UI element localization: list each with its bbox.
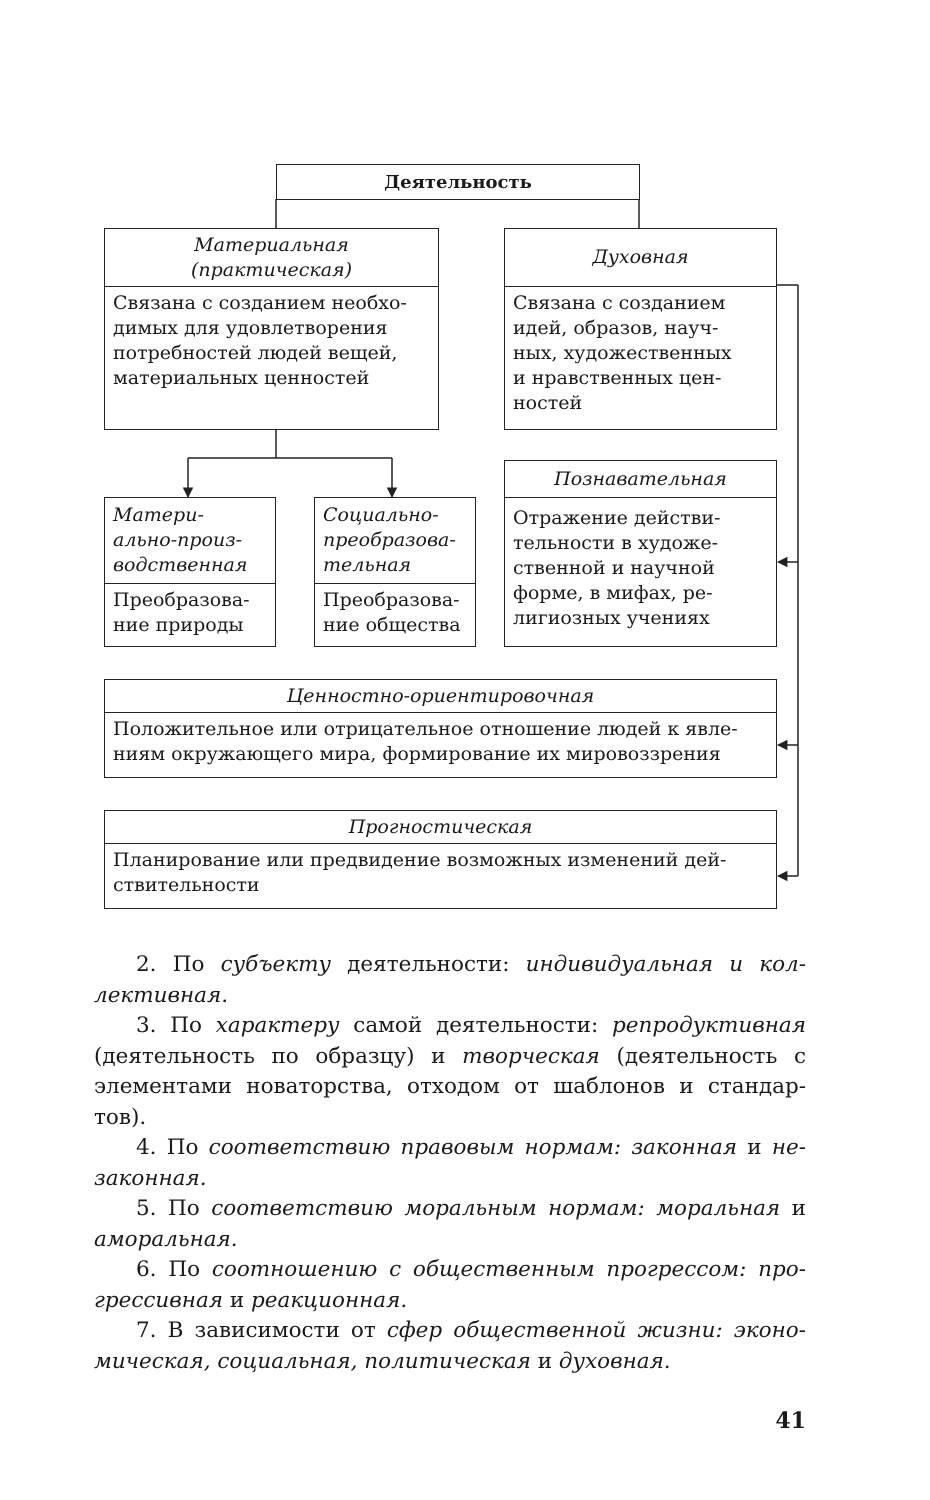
text-run: деятельности: bbox=[330, 952, 526, 977]
material-production-box: Матери- ально-произ- водственная Преобра… bbox=[104, 497, 276, 647]
value-oriented-box: Ценностно-ориентировочная Положительное … bbox=[104, 679, 777, 778]
text-run: и bbox=[737, 1135, 772, 1160]
spiritual-header: Духовная bbox=[505, 229, 776, 287]
italic-run: соотношению с общественным прогрессом: п… bbox=[94, 1257, 806, 1313]
paragraph-number: 7. bbox=[136, 1318, 157, 1343]
italic-run: индивидуальная и кол-лективная. bbox=[94, 952, 806, 1008]
text-run: По bbox=[156, 1257, 212, 1282]
social-transform-header: Социально- преобразова- тельная bbox=[315, 498, 475, 584]
text-run: По bbox=[156, 952, 221, 977]
italic-run: соответствию моральным нормам: моральная bbox=[211, 1196, 781, 1221]
text-run: (деятельность по образцу) и bbox=[94, 1043, 463, 1069]
text-run: В зависимости от bbox=[156, 1318, 387, 1343]
activity-title: Деятельность bbox=[384, 171, 532, 193]
activity-title-box: Деятельность bbox=[276, 164, 640, 200]
paragraph-number: 4. bbox=[136, 1135, 157, 1160]
cognitive-box: Познавательная Отражение действи- тельно… bbox=[504, 460, 777, 647]
text-run: По bbox=[156, 1196, 212, 1221]
value-oriented-header: Ценностно-ориентировочная bbox=[105, 680, 776, 713]
text-run: (деятельность с элементами новаторства, … bbox=[94, 1043, 806, 1130]
text-run: и bbox=[223, 1287, 252, 1313]
material-box: Материальная (практическая) Связана с со… bbox=[104, 228, 439, 430]
italic-run: субъекту bbox=[220, 952, 331, 977]
text-run: По bbox=[156, 1013, 216, 1038]
page-number: 41 bbox=[775, 1408, 806, 1434]
cognitive-body: Отражение действи- тельности в художе- с… bbox=[513, 507, 721, 629]
spiritual-body: Связана с созданием идей, образов, науч-… bbox=[513, 292, 732, 414]
prognostic-body: Планирование или предвидение возможных и… bbox=[113, 849, 727, 896]
material-production-body: Преобразова- ние природы bbox=[113, 589, 250, 636]
paragraph-number: 5. bbox=[136, 1196, 157, 1221]
paragraph-6: 6. По соотношению с общественным прогрес… bbox=[94, 1255, 806, 1316]
material-body: Связана с созданием необхо- димых для уд… bbox=[113, 292, 407, 389]
text-run: и bbox=[780, 1196, 806, 1221]
text-run: самой деятельности: bbox=[339, 1013, 613, 1038]
value-oriented-body: Положительное или отрицательное отношени… bbox=[113, 718, 738, 765]
diagram-connectors bbox=[182, 199, 799, 882]
italic-run: не-законная. bbox=[94, 1135, 806, 1191]
italic-run: соответствию правовым нормам: законная bbox=[208, 1135, 738, 1160]
italic-run: аморальная. bbox=[94, 1226, 238, 1252]
material-production-header: Матери- ально-произ- водственная bbox=[105, 498, 275, 584]
spiritual-box: Духовная Связана с созданием идей, образ… bbox=[504, 228, 777, 430]
cognitive-header: Познавательная bbox=[505, 461, 776, 498]
text-run: и bbox=[530, 1348, 559, 1374]
paragraph-3: 3. По характеру самой деятельности: репр… bbox=[94, 1011, 806, 1133]
italic-run: репродуктивная bbox=[612, 1013, 806, 1038]
paragraph-5: 5. По соответствию моральным нормам: мор… bbox=[94, 1194, 806, 1255]
prognostic-box: Прогностическая Планирование или предвид… bbox=[104, 810, 777, 909]
prognostic-header: Прогностическая bbox=[105, 811, 776, 844]
italic-run: сфер общественной жизни: эконо-мическая,… bbox=[94, 1318, 806, 1374]
italic-run: реакционная. bbox=[251, 1287, 408, 1313]
paragraph-2: 2. По субъекту деятельности: индивидуаль… bbox=[94, 950, 806, 1011]
material-header: Материальная (практическая) bbox=[105, 229, 438, 287]
italic-run: характеру bbox=[215, 1013, 340, 1038]
paragraph-4: 4. По соответствию правовым нормам: зако… bbox=[94, 1133, 806, 1194]
italic-run: творческая bbox=[462, 1043, 600, 1069]
social-transform-body: Преобразова- ние общества bbox=[323, 589, 461, 636]
italic-run: духовная. bbox=[558, 1348, 671, 1374]
paragraph-number: 3. bbox=[136, 1013, 157, 1038]
social-transform-box: Социально- преобразова- тельная Преобраз… bbox=[314, 497, 476, 647]
paragraph-number: 6. bbox=[136, 1257, 157, 1282]
paragraph-7: 7. В зависимости от сфер общественной жи… bbox=[94, 1316, 806, 1377]
paragraph-number: 2. bbox=[136, 952, 157, 977]
text-run: По bbox=[156, 1135, 209, 1160]
